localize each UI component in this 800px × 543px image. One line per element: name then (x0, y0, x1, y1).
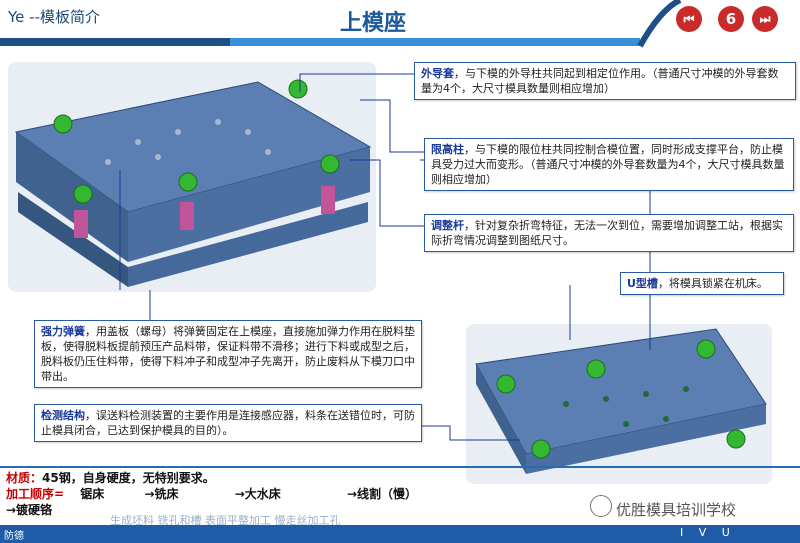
process-step: →镀硬铬 (6, 503, 53, 517)
page-title: 上模座 (340, 11, 407, 36)
callout-u-slot: U型槽，将模具锁紧在机床。 (620, 272, 784, 295)
callout-term: U型槽 (627, 277, 658, 290)
lower-die-image (466, 324, 772, 484)
header: Ye --模板简介 上模座 ⏮ 6 ⏭ (0, 0, 800, 50)
lower-die-drawing (475, 328, 767, 474)
process-step: →线割（慢） (346, 487, 418, 501)
page-number: 6 (718, 6, 744, 32)
callout-limit-post: 限高柱，与下模的限位柱共同控制合模位置，同时形成支撑平台，防止模具受力过大而变形… (424, 138, 794, 191)
callout-text: ，与下模的限位柱共同控制合模位置，同时形成支撑平台，防止模具受力过大而变形。（普… (431, 143, 785, 186)
callout-text: ，与下模的外导柱共同起到相定位作用。（普通尺寸冲模的外导套数量为4个，大尺寸模具… (421, 67, 779, 95)
process-step: →铣床 (144, 487, 179, 501)
callout-text: ，将模具锁紧在机床。 (657, 277, 768, 290)
callout-term: 外导套 (421, 67, 454, 80)
footer-bar (0, 525, 800, 543)
upper-die-image (8, 62, 376, 292)
callout-adjust-rod: 调整杆，针对复杂折弯特征，无法一次到位，需要增加调整工站，根据实际折弯情况调整到… (424, 214, 794, 252)
callout-text: ，用盖板（螺母）将弹簧固定在上模座，直接施加弹力作用在脱料垫板，使得脱料板提前预… (41, 325, 415, 383)
process-step: 锯床 (80, 487, 105, 501)
material-info: 材质：45钢，自身硬度，无特别要求。 加工顺序= 锯床 →铣床 →大水床 →线割… (6, 470, 417, 518)
process-step: →大水床 (234, 487, 281, 501)
process-label: 加工顺序= (6, 487, 65, 501)
callout-sensor: 检测结构，误送料检测装置的主要作用是连接感应器，料条在送错位时，可防止模具闭合，… (34, 404, 422, 442)
process-faint-text: 生成坯料 铣孔和槽 表面平整加工 慢走丝加工孔 (110, 514, 341, 527)
header-swoosh (637, 0, 682, 48)
callout-term: 限高柱 (431, 143, 464, 156)
footer-left: 防德 (4, 531, 24, 542)
watermark: 优胜模具培训学校 (616, 501, 737, 519)
footer-logo: I V U (680, 526, 736, 539)
callout-text: ，针对复杂折弯特征，无法一次到位，需要增加调整工站，根据实际折弯情况调整到图纸尺… (431, 219, 783, 247)
brand-title: Ye --模板简介 (8, 8, 100, 26)
material-label: 材质： (6, 471, 43, 485)
callout-text: ，误送料检测装置的主要作用是连接感应器，料条在送错位时，可防止模具闭合，已达到保… (41, 409, 415, 437)
header-bar-accent (230, 38, 640, 46)
skip-forward-icon[interactable]: ⏭ (752, 6, 778, 32)
wechat-icon (590, 495, 612, 517)
skip-back-icon[interactable]: ⏮ (676, 6, 702, 32)
callout-guide-sleeve: 外导套，与下模的外导柱共同起到相定位作用。（普通尺寸冲模的外导套数量为4个，大尺… (414, 62, 796, 100)
footer-divider (0, 466, 800, 468)
upper-die-drawing (14, 79, 372, 287)
callout-term: 检测结构 (41, 409, 85, 422)
callout-term: 强力弹簧 (41, 325, 85, 338)
callout-spring: 强力弹簧，用盖板（螺母）将弹簧固定在上模座，直接施加弹力作用在脱料垫板，使得脱料… (34, 320, 422, 388)
callout-term: 调整杆 (431, 219, 464, 232)
material-value: 45钢，自身硬度，无特别要求。 (42, 471, 215, 485)
